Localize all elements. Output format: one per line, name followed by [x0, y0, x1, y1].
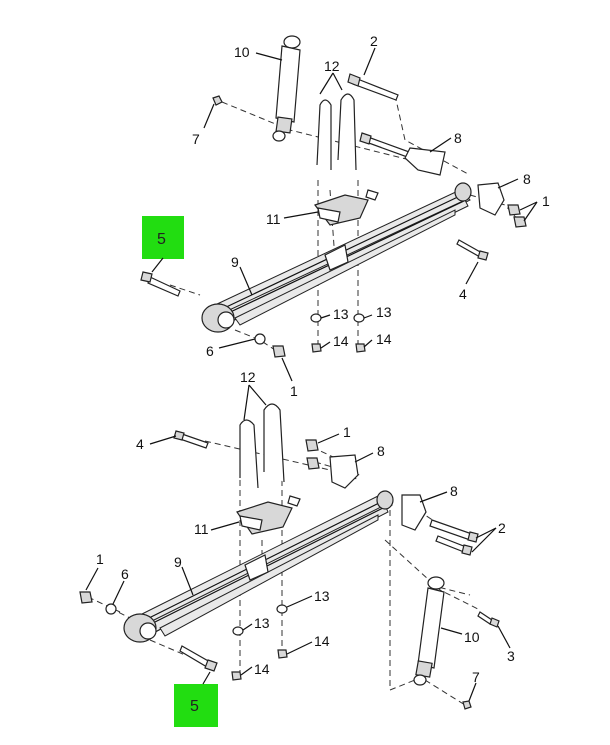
upper-label-8b: 8: [523, 171, 531, 187]
upper-label-1b: 1: [290, 383, 298, 399]
upper-nut-7: [212, 95, 223, 106]
lower-label-8a: 8: [377, 443, 385, 459]
lower-nut-1b: [306, 457, 320, 470]
lower-label-10: 10: [464, 629, 480, 645]
upper-nut-1c: [272, 345, 286, 358]
upper-callout-box-5: [142, 216, 184, 259]
upper-label-6: 6: [206, 343, 214, 359]
upper-label-9: 9: [231, 254, 239, 270]
upper-bolt-5: [140, 271, 181, 297]
lower-labels: 12 4 1 8 8 11 2 1 6 9 13 13 10 14 14 3 7…: [96, 369, 515, 715]
lower-label-2: 2: [498, 520, 506, 536]
lower-callout-label-5: 5: [190, 698, 199, 715]
lower-label-13b: 13: [254, 615, 270, 631]
upper-bolt-2: [347, 73, 399, 101]
lower-bolt-4: [173, 430, 209, 449]
lower-label-1a: 1: [343, 424, 351, 440]
lower-label-12: 12: [240, 369, 256, 385]
lower-assembly: 12 4 1 8 8 11 2 1 6 9 13 13 10 14 14 3 7…: [79, 369, 515, 727]
lower-label-8b: 8: [450, 483, 458, 499]
lower-leader-lines: [85, 384, 511, 702]
upper-label-13a: 13: [333, 306, 349, 322]
upper-label-1a: 1: [542, 193, 550, 209]
lower-shackle-plate-b: [401, 494, 427, 531]
lower-bolt-3: [477, 611, 500, 628]
lower-label-7: 7: [472, 669, 480, 685]
lower-bolt-5: [179, 645, 218, 672]
lower-nut-14b: [277, 649, 288, 659]
upper-bolt-4: [456, 239, 489, 261]
upper-label-8a: 8: [454, 130, 462, 146]
lower-bolts-2: [429, 519, 479, 556]
lower-washer-13b: [276, 604, 288, 614]
lower-callout-box-5: [174, 684, 218, 727]
upper-nut-14b: [355, 343, 366, 353]
upper-label-11: 11: [266, 211, 281, 227]
lower-label-11: 11: [194, 521, 209, 537]
lower-nut-7: [462, 700, 472, 710]
lower-axle-seat: [236, 495, 301, 535]
lower-label-14a: 14: [314, 633, 330, 649]
upper-label-13b: 13: [376, 304, 392, 320]
lower-label-4: 4: [136, 436, 144, 452]
upper-label-14b: 14: [376, 331, 392, 347]
upper-axle-seat: [314, 189, 379, 226]
upper-label-4: 4: [459, 286, 467, 302]
lower-label-13a: 13: [314, 588, 330, 604]
lower-label-1b: 1: [96, 551, 104, 567]
upper-leaf-spring: [201, 182, 472, 333]
upper-nut-1b: [513, 216, 527, 228]
upper-label-7: 7: [192, 131, 200, 147]
upper-labels: 10 2 12 7 8 8 1 11 5 9 4 13 13 14 14 6 1: [157, 33, 550, 399]
upper-nut-1a: [507, 204, 521, 216]
upper-label-10: 10: [234, 44, 250, 60]
lower-label-14b: 14: [254, 661, 270, 677]
upper-nut-14a: [311, 343, 322, 353]
upper-shackle-plate-a: [404, 147, 446, 176]
upper-u-bolts: [316, 93, 357, 171]
lower-washer-13a: [232, 626, 244, 636]
lower-label-6: 6: [121, 566, 129, 582]
lower-nut-1a: [305, 439, 319, 452]
upper-shock-absorber: [272, 35, 301, 142]
upper-leader-lines: [151, 47, 538, 382]
upper-washer-6: [254, 333, 266, 345]
upper-label-2: 2: [370, 33, 378, 49]
lower-washer-6: [105, 603, 117, 615]
lower-label-3: 3: [507, 648, 515, 664]
upper-callout-label-5: 5: [157, 231, 166, 248]
lower-nut-1c: [79, 591, 93, 604]
lower-leaf-spring: [123, 490, 394, 643]
upper-assembly: 10 2 12 7 8 8 1 11 5 9 4 13 13 14 14 6 1: [140, 33, 550, 399]
lower-u-bolts: [239, 403, 285, 489]
upper-washer-13b: [353, 313, 365, 323]
lower-shackle-plate-a: [329, 454, 359, 489]
upper-label-12: 12: [324, 58, 340, 74]
upper-washer-13a: [310, 313, 322, 323]
lower-shock-absorber: [413, 576, 445, 686]
upper-shackle-plate-b: [477, 182, 505, 216]
lower-label-9: 9: [174, 554, 182, 570]
upper-label-14a: 14: [333, 333, 349, 349]
lower-nut-14a: [231, 671, 242, 681]
